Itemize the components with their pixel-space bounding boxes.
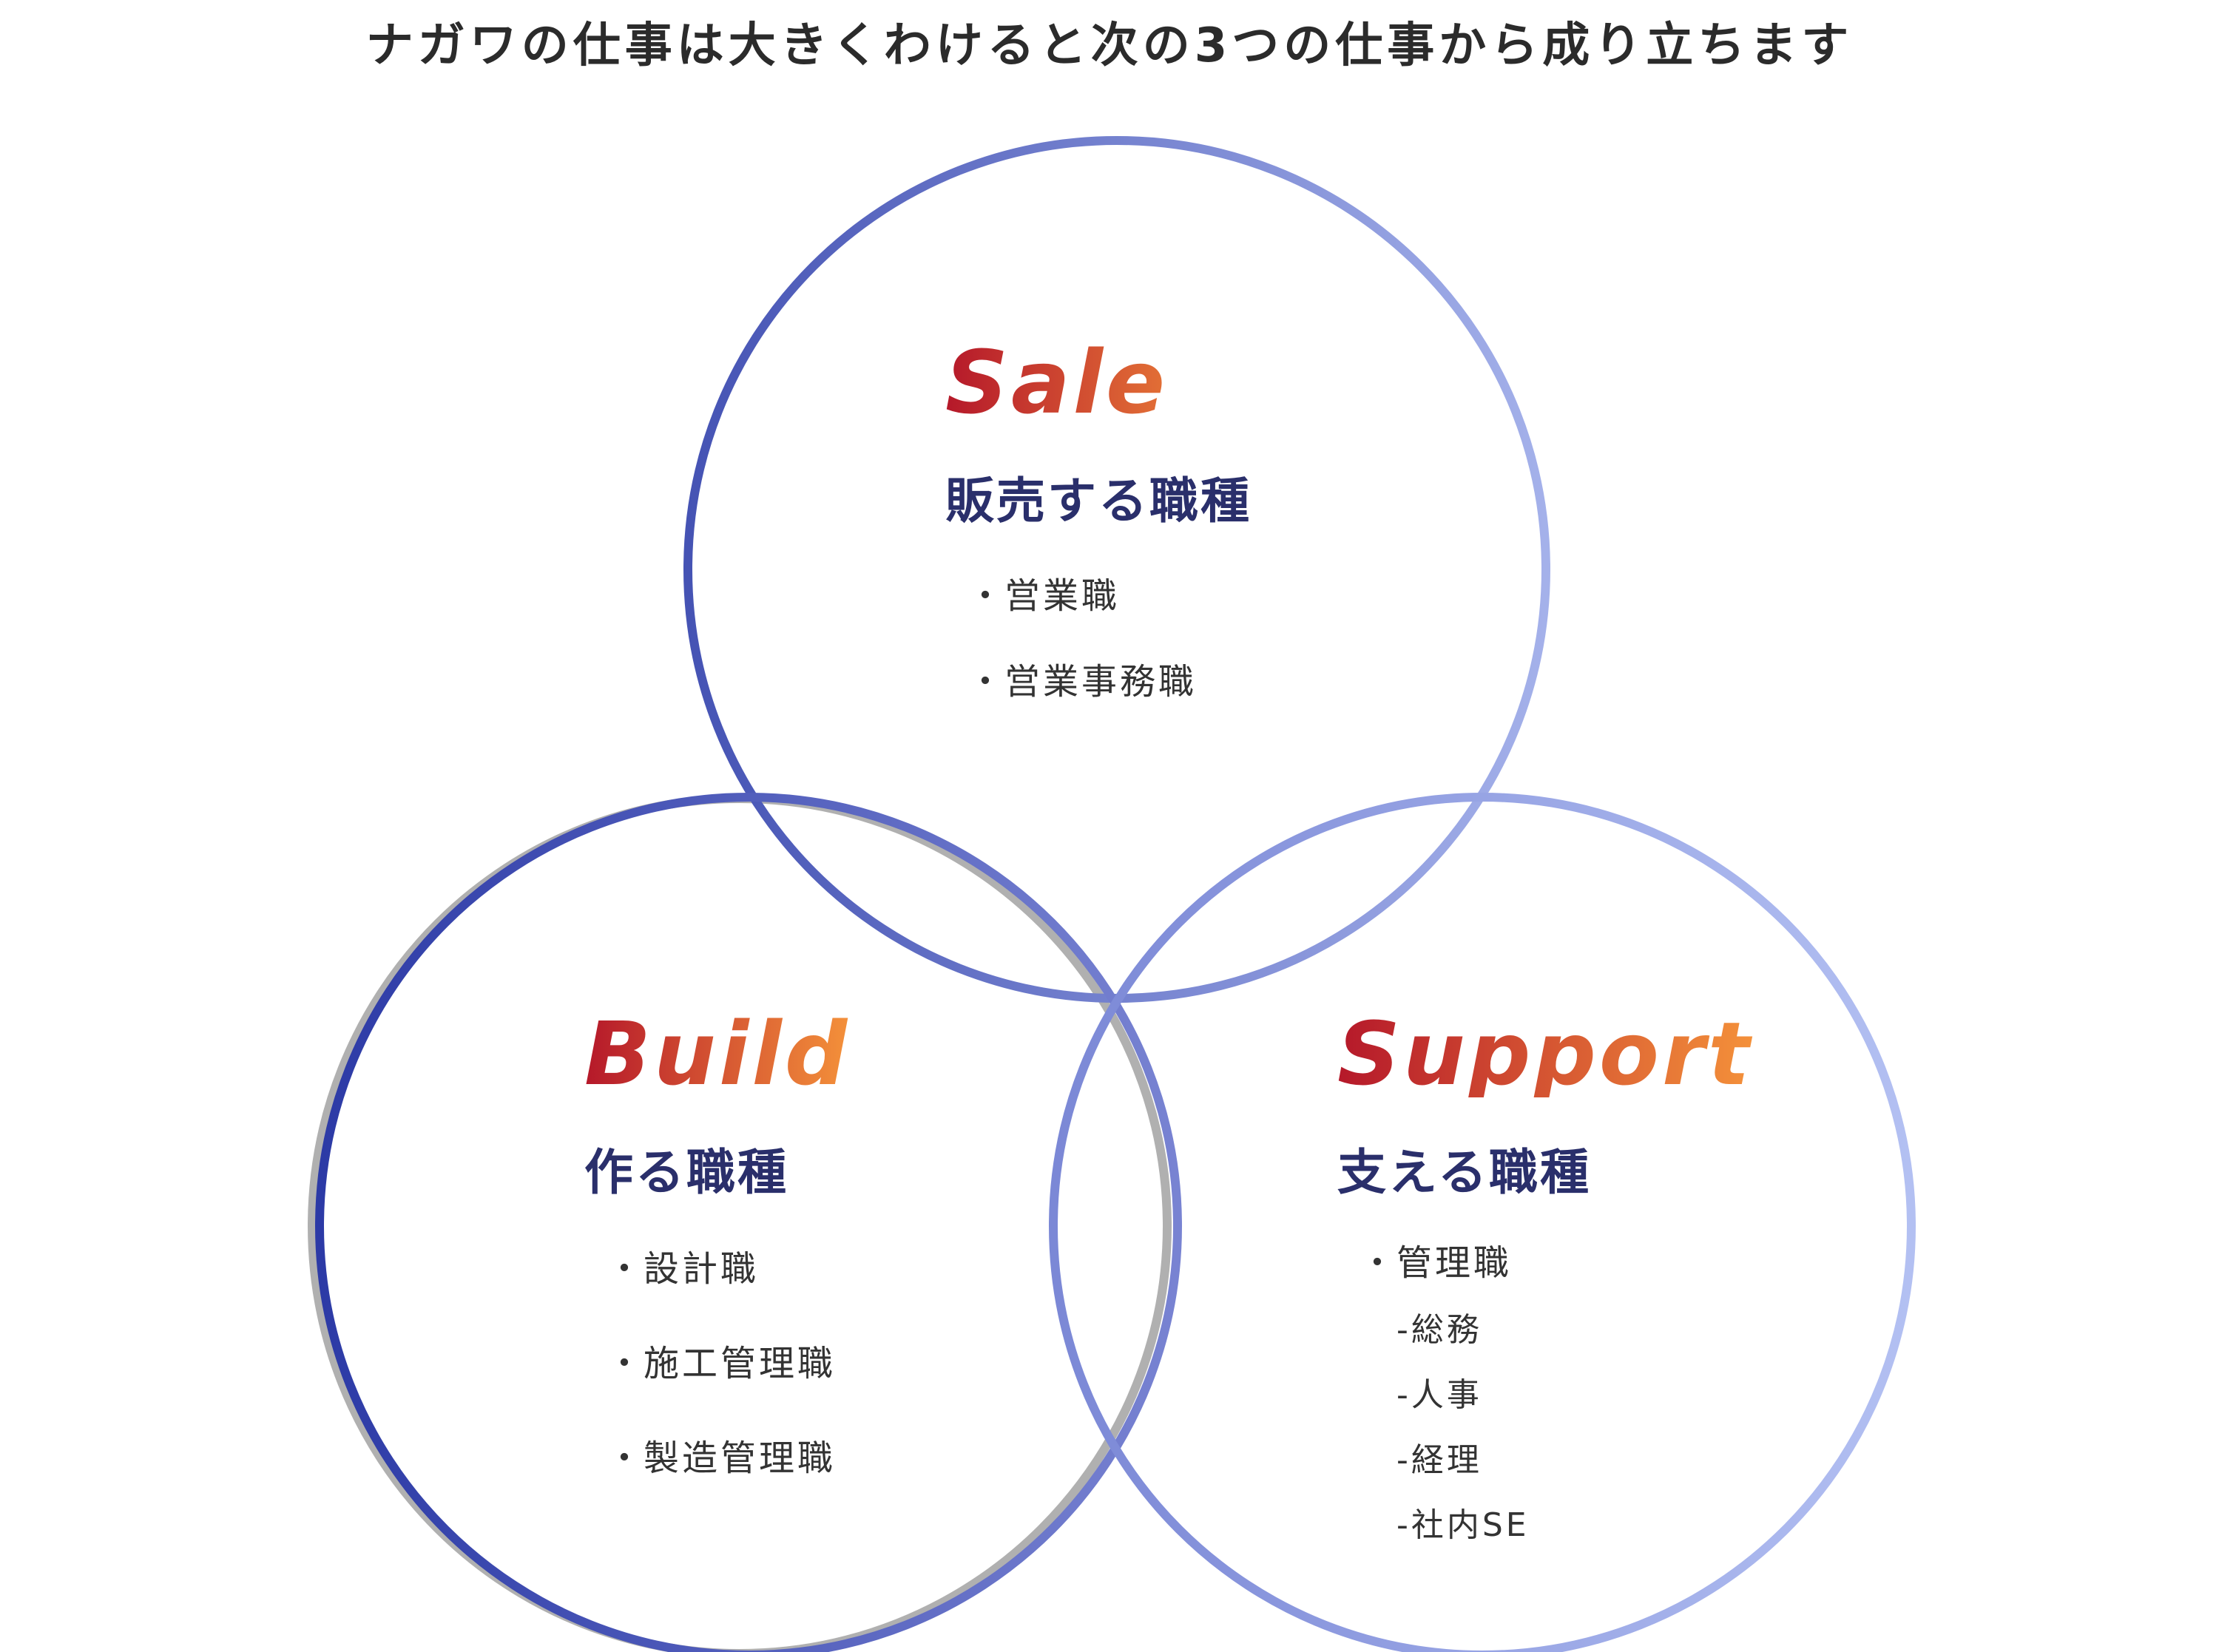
bullet: ・ <box>607 1438 646 1479</box>
page-title: ナガワの仕事は大きくわけると次の3つの仕事から成り立ちます <box>365 18 1854 73</box>
list-item-label: 設計職 <box>644 1248 760 1290</box>
sale-english-label: Sale <box>945 339 1252 426</box>
support-english-label: Support <box>1337 1003 1753 1105</box>
support-japanese-heading: 支える職種 <box>1337 1144 1592 1201</box>
list-item-label: 営業事務職 <box>1004 661 1198 703</box>
list-item-label: 製造管理職 <box>644 1438 837 1479</box>
build-japanese-heading: 作る職種 <box>584 1144 788 1201</box>
sub-list-item: -社内SE <box>1396 1506 1530 1544</box>
bullet: ・ <box>967 575 1007 617</box>
sub-list-item: -経理 <box>1396 1441 1482 1479</box>
sub-list-item: -総務 <box>1396 1311 1482 1349</box>
build-english-label: Build <box>584 1003 851 1105</box>
support-circle <box>1049 793 1916 1652</box>
list-item-label: 管理職 <box>1396 1242 1513 1284</box>
list-item-label: 営業職 <box>1004 575 1121 617</box>
sale-japanese-heading: 販売する職種 <box>945 473 1252 529</box>
sub-list-item: -人事 <box>1396 1376 1482 1414</box>
list-item: ・営業事務職 <box>945 652 1252 704</box>
list-item: ・施工管理職 <box>584 1334 850 1386</box>
bullet: ・ <box>1360 1242 1399 1284</box>
list-item: ・管理職 <box>1337 1233 1753 1285</box>
list-item: ・製造管理職 <box>584 1429 850 1480</box>
build-group: Build 作る職種 ・設計職 ・施工管理職 ・製造管理職 <box>584 1010 850 1480</box>
list-item: ・営業職 <box>945 566 1252 618</box>
bullet: ・ <box>967 661 1007 703</box>
support-group: Support 支える職種 ・管理職 -総務 -人事 -経理 -社内SE <box>1337 1010 1753 1546</box>
list-item: ・設計職 <box>584 1239 850 1291</box>
list-item-label: 施工管理職 <box>644 1343 837 1384</box>
bullet: ・ <box>607 1248 646 1290</box>
bullet: ・ <box>607 1343 646 1384</box>
build-circle <box>315 793 1182 1652</box>
sale-group: Sale 販売する職種 ・営業職 ・営業事務職 <box>945 339 1252 704</box>
